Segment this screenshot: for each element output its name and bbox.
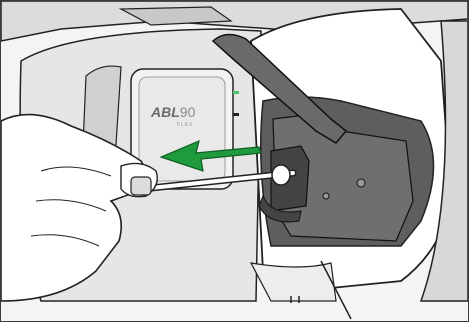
status-led-icon xyxy=(233,91,239,94)
status-led-icon xyxy=(233,113,239,116)
cartridge-screw xyxy=(357,179,365,187)
probe-tip xyxy=(272,165,290,185)
model-number: 90 xyxy=(180,104,196,120)
device-brand-label: ABL90 xyxy=(151,105,195,119)
display-inner xyxy=(139,77,225,181)
brand-name: ABL xyxy=(151,104,180,120)
syringe-cap xyxy=(131,177,151,195)
cartridge-screw xyxy=(323,193,329,199)
device-sub-label: FLEX xyxy=(177,122,194,128)
